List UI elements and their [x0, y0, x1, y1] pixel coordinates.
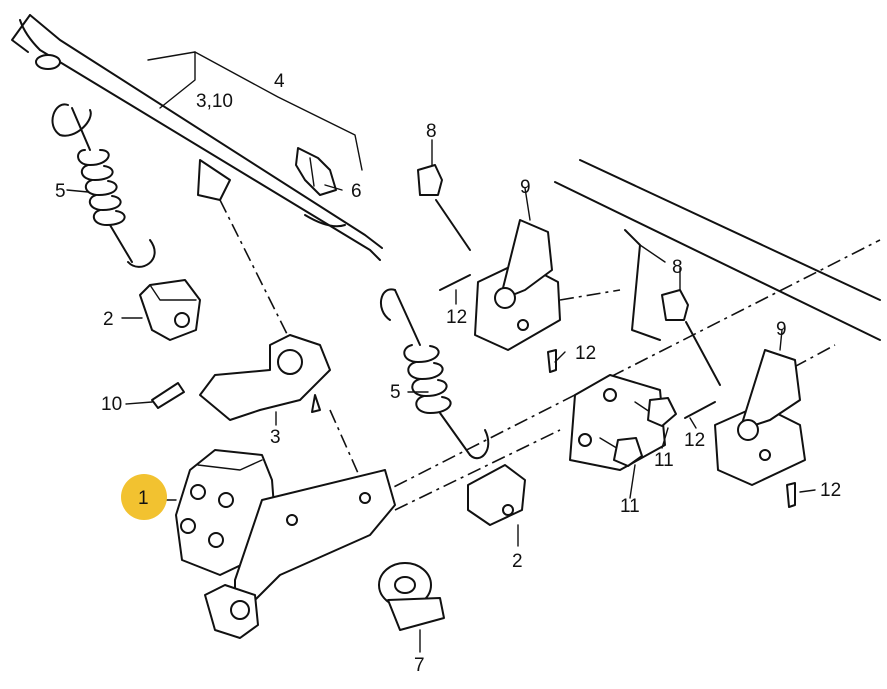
callout-2-left: 2	[103, 309, 114, 330]
bracket-assembly-right	[661, 289, 806, 508]
callout-12-d: 12	[820, 480, 841, 501]
mounting-bracket-centre	[467, 464, 526, 526]
callout-2-centre: 2	[512, 551, 523, 572]
callout-12-b: 12	[575, 343, 596, 364]
brake-cable	[11, 14, 383, 261]
callout-11-a: 11	[654, 450, 674, 471]
vehicle-body-outline	[554, 159, 881, 341]
callout-9-right: 9	[776, 319, 787, 340]
callout-12-c: 12	[684, 430, 705, 451]
callout-7: 7	[414, 655, 425, 676]
hex-bolts	[599, 397, 677, 467]
leader-lines	[66, 51, 816, 653]
callout-10: 10	[101, 394, 122, 415]
callout-1: 1	[138, 488, 149, 509]
callout-3: 3	[270, 427, 281, 448]
callout-6: 6	[351, 181, 362, 202]
callout-8-right: 8	[672, 257, 683, 278]
callout-12-a: 12	[446, 307, 467, 328]
callout-labels: 1 3,10 4 5 2 10 6 3 5 2 7 8 9 12 12 8 9 …	[55, 71, 841, 676]
tension-spring-centre	[380, 288, 490, 460]
mounting-plate	[569, 374, 666, 471]
bracket-assembly-left	[417, 164, 561, 373]
rubber-mount	[378, 562, 445, 631]
cable-clip	[295, 147, 337, 196]
callout-11-b: 11	[620, 496, 640, 517]
pin	[151, 382, 185, 409]
brake-pressure-regulator	[175, 449, 396, 639]
tension-spring-left	[51, 103, 156, 268]
callout-9-left: 9	[520, 177, 531, 198]
mounting-bracket-left	[139, 279, 201, 341]
callout-5-centre: 5	[390, 382, 401, 403]
callout-3-10: 3,10	[196, 91, 233, 112]
callout-4: 4	[274, 71, 285, 92]
highlight-marker	[121, 474, 167, 520]
brake-lever	[199, 334, 331, 421]
callout-5-left: 5	[55, 181, 66, 202]
callout-8-left: 8	[426, 121, 437, 142]
